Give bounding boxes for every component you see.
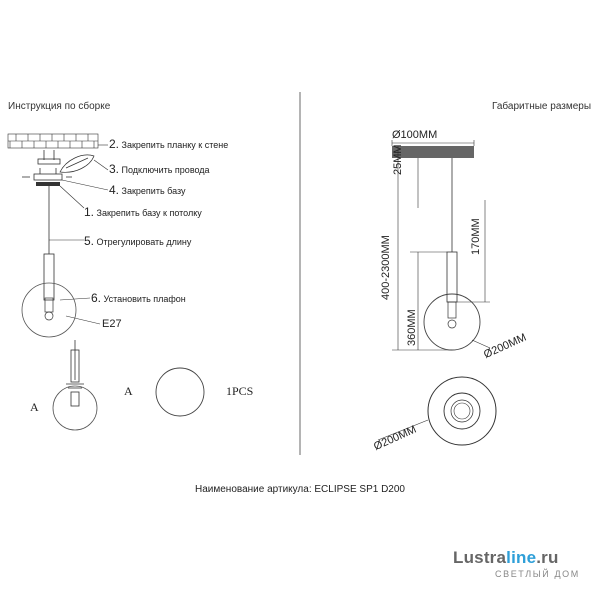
step-3-text: Подключить провода [121, 165, 210, 175]
part-a-shade [155, 367, 205, 417]
canopy-block [392, 146, 474, 158]
step-3: 3. Подключить провода [109, 162, 210, 176]
part-a-label-2: A [124, 384, 133, 398]
article-name: Наименование артикула: ECLIPSE SP1 D200 [195, 484, 405, 495]
part-a-label: A [30, 400, 39, 414]
top-view [377, 376, 497, 446]
dimension-lines [392, 146, 491, 351]
step-2-text: Закрепить планку к стене [121, 140, 229, 150]
step-5-num: 5. [84, 234, 95, 248]
step-1-text: Закрепить базу к потолку [96, 208, 202, 218]
step-5-text: Отрегулировать длину [96, 237, 192, 247]
dim-canopy: Ø100MM [392, 129, 438, 141]
dim-body: 360MM [406, 309, 418, 346]
step-6-text: Установить плафон [103, 294, 186, 304]
step-1-num: 1. [84, 205, 95, 219]
step-leaders [49, 144, 109, 325]
glass-shade [21, 282, 77, 338]
step-6: 6. Установить плафон [91, 291, 186, 305]
step-4-num: 4. [109, 183, 120, 197]
watermark-logo: Lustraline.ru [453, 548, 559, 568]
part-a-assembled [52, 340, 98, 431]
step-1: 1. Закрепить базу к потолку [84, 205, 202, 219]
mounting-bracket [22, 150, 72, 181]
lamp-body-tube [43, 253, 55, 301]
step-2-num: 2. [109, 137, 120, 151]
step-5: 5. Отрегулировать длину [84, 234, 191, 248]
dim-total: 400-2300MM [380, 235, 392, 300]
step-6-num: 6. [91, 291, 102, 305]
canopy-base [36, 182, 60, 186]
socket-label: E27 [102, 318, 122, 330]
wiring-connector [59, 154, 95, 173]
dim-rod: 170MM [470, 218, 482, 255]
watermark-accent: line [506, 548, 537, 567]
watermark-tld: .ru [536, 548, 559, 567]
dim-canopy-height: 25MM [392, 144, 404, 175]
quantity-label: 1PCS [226, 384, 254, 398]
step-3-num: 3. [109, 162, 120, 176]
bulb [44, 311, 54, 321]
assembly-title: Инструкция по сборке [8, 101, 111, 112]
step-2: 2. Закрепить планку к стене [109, 137, 228, 151]
step-4: 4. Закрепить базу [109, 183, 186, 197]
watermark-brand: Lustra [453, 548, 507, 567]
step-4-text: Закрепить базу [121, 186, 186, 196]
watermark-tagline: СВЕТЛЫЙ ДОМ [495, 569, 580, 579]
dimensions-title: Габаритные размеры [492, 101, 592, 112]
ceiling-brick-pattern [7, 133, 99, 149]
